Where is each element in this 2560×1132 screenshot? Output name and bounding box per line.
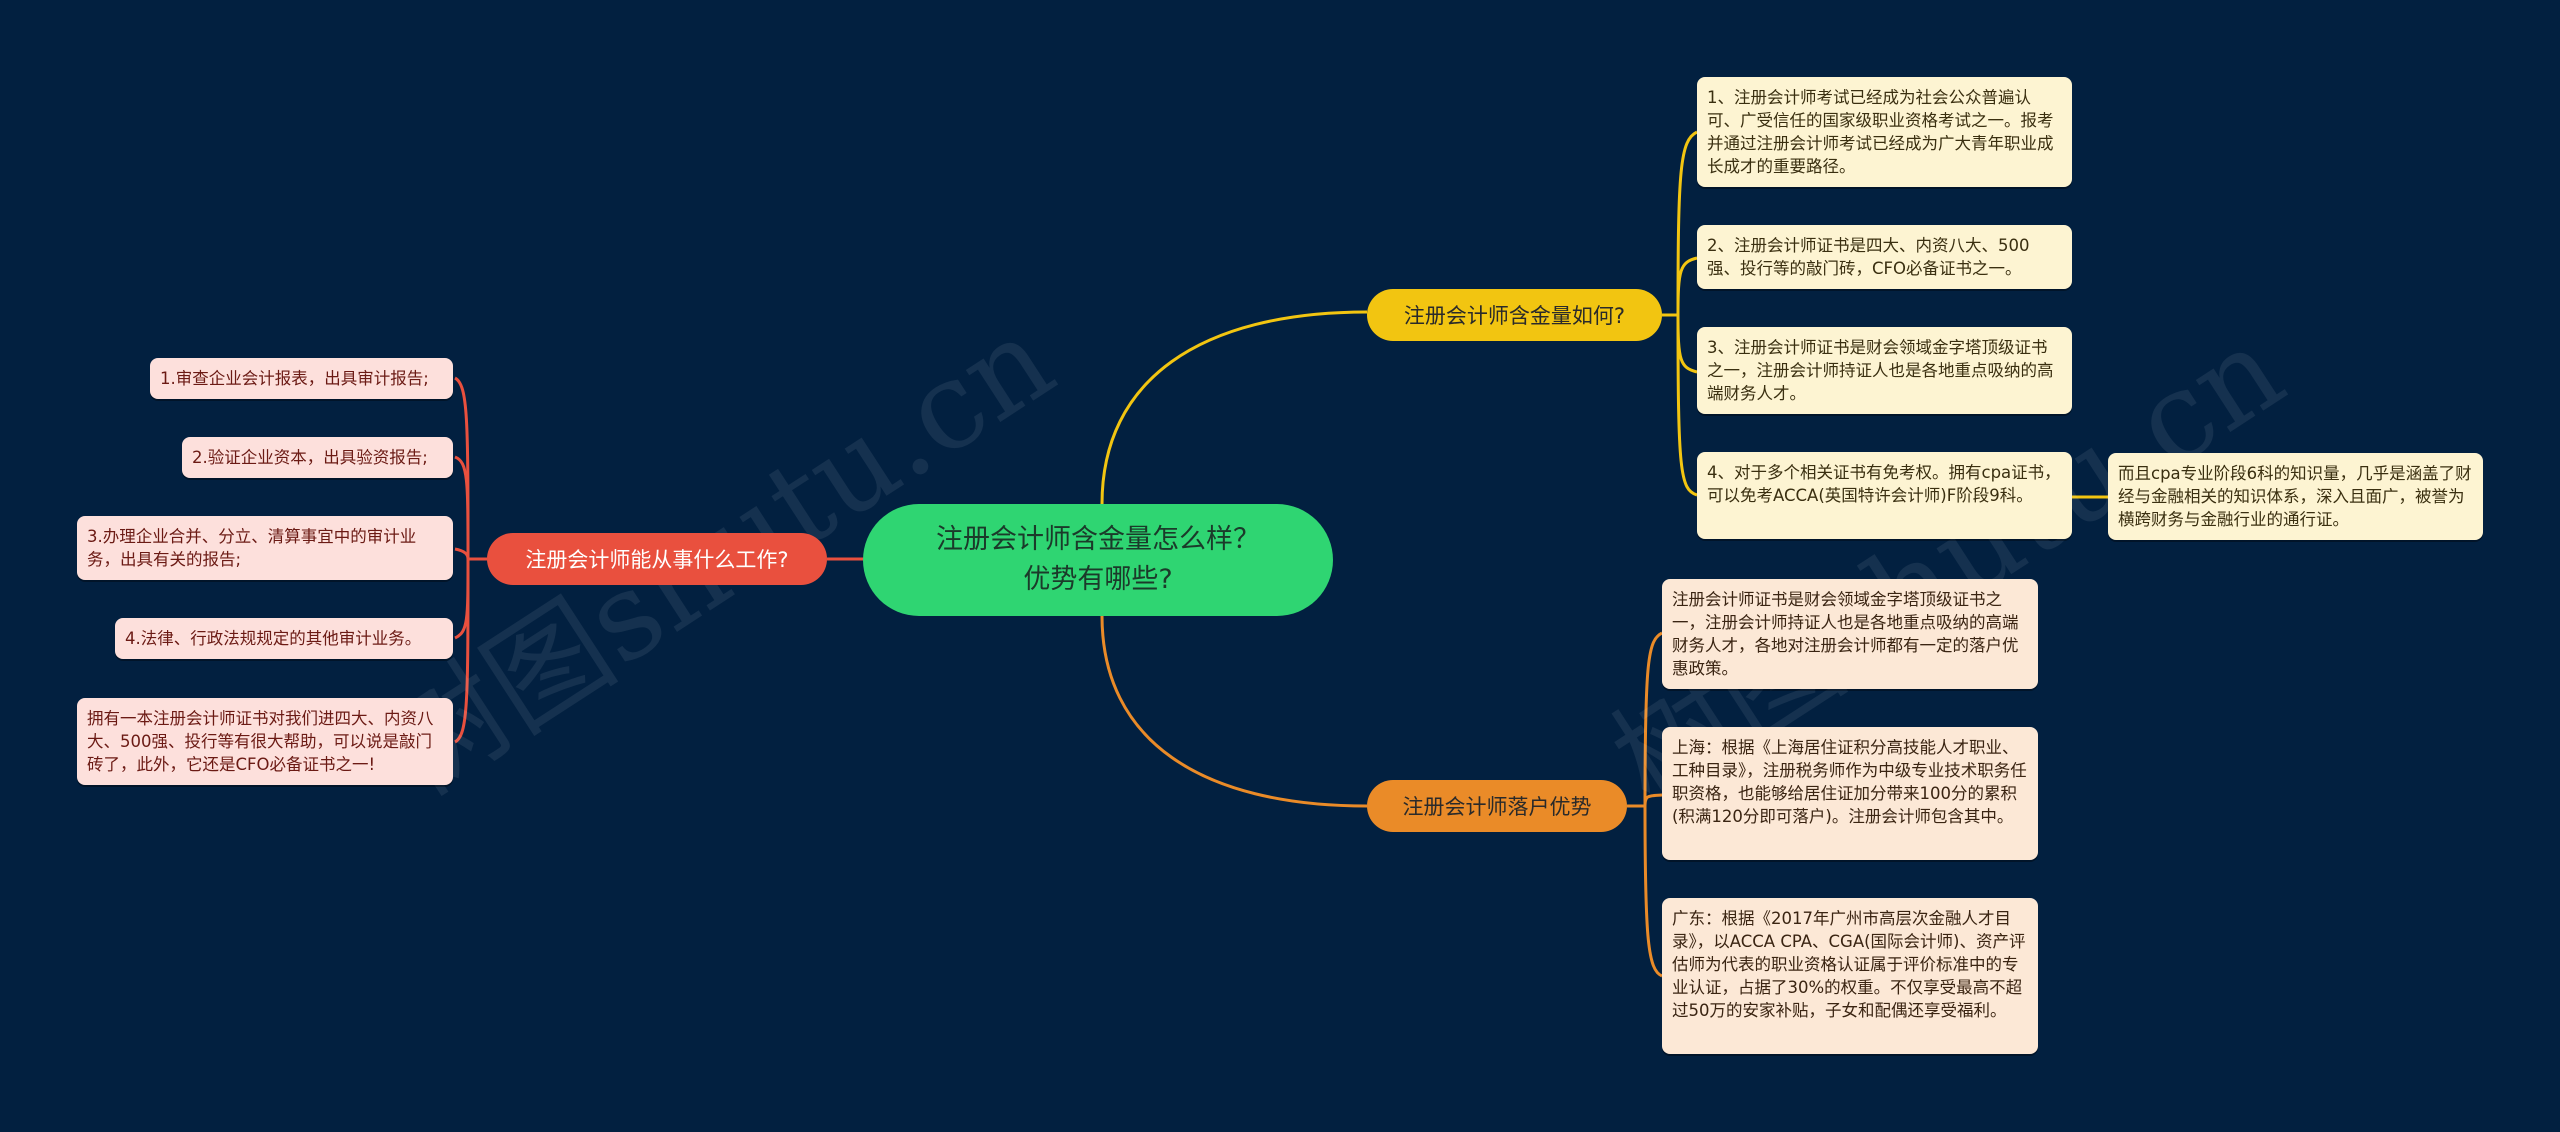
leaf-text: 上海：根据《上海居住证积分高技能人才职业、工种目录》，注册税务师作为中级专业技术… <box>1672 738 2027 826</box>
leaf-node[interactable]: 4.法律、行政法规规定的其他审计业务。 <box>115 618 453 659</box>
leaf-node[interactable]: 拥有一本注册会计师证书对我们进四大、内资八大、500强、投行等有很大帮助，可以说… <box>77 698 453 785</box>
leaf-text: 注册会计师证书是财会领域金字塔顶级证书之一，注册会计师持证人也是各地重点吸纳的高… <box>1672 590 2019 678</box>
leaf-text: 3.办理企业合并、分立、清算事宜中的审计业务，出具有关的报告; <box>87 527 417 569</box>
leaf-node[interactable]: 3、注册会计师证书是财会领域金字塔顶级证书之一，注册会计师持证人也是各地重点吸纳… <box>1697 327 2072 414</box>
leaf-text: 3、注册会计师证书是财会领域金字塔顶级证书之一，注册会计师持证人也是各地重点吸纳… <box>1707 338 2054 403</box>
branch-label: 注册会计师能从事什么工作? <box>525 548 789 572</box>
leaf-text: 2、注册会计师证书是四大、内资八大、500强、投行等的敲门砖，CFO必备证书之一… <box>1707 236 2030 278</box>
leaf-node[interactable]: 4、对于多个相关证书有免考权。拥有cpa证书，可以免考ACCA(英国特许会计师)… <box>1697 452 2072 539</box>
root-topic-node[interactable]: 注册会计师含金量怎么样？优势有哪些? <box>863 504 1333 616</box>
leaf-text: 4、对于多个相关证书有免考权。拥有cpa证书，可以免考ACCA(英国特许会计师)… <box>1707 463 2061 505</box>
leaf-text: 2.验证企业资本，出具验资报告; <box>192 448 428 467</box>
leaf-node[interactable]: 3.办理企业合并、分立、清算事宜中的审计业务，出具有关的报告; <box>77 516 453 580</box>
branch-residency[interactable]: 注册会计师落户优势 <box>1367 780 1627 832</box>
branch-work-scope[interactable]: 注册会计师能从事什么工作? <box>487 533 827 585</box>
leaf-node[interactable]: 注册会计师证书是财会领域金字塔顶级证书之一，注册会计师持证人也是各地重点吸纳的高… <box>1662 579 2038 689</box>
leaf-text: 1、注册会计师考试已经成为社会公众普遍认可、广受信任的国家级职业资格考试之一。报… <box>1707 88 2054 176</box>
leaf-text: 而且cpa专业阶段6科的知识量，几乎是涵盖了财经与金融相关的知识体系，深入且面广… <box>2118 464 2472 529</box>
sub-leaf-node[interactable]: 而且cpa专业阶段6科的知识量，几乎是涵盖了财经与金融相关的知识体系，深入且面广… <box>2108 453 2483 540</box>
leaf-node[interactable]: 1.审查企业会计报表，出具审计报告; <box>150 358 453 399</box>
leaf-node[interactable]: 1、注册会计师考试已经成为社会公众普遍认可、广受信任的国家级职业资格考试之一。报… <box>1697 77 2072 187</box>
leaf-node[interactable]: 2、注册会计师证书是四大、内资八大、500强、投行等的敲门砖，CFO必备证书之一… <box>1697 225 2072 289</box>
leaf-text: 4.法律、行政法规规定的其他审计业务。 <box>125 629 422 648</box>
leaf-node[interactable]: 2.验证企业资本，出具验资报告; <box>182 437 453 478</box>
root-topic-label: 注册会计师含金量怎么样？优势有哪些? <box>936 524 1260 595</box>
branch-label: 注册会计师含金量如何? <box>1403 304 1626 328</box>
leaf-text: 广东：根据《2017年广州市高层次金融人才目录》，以ACCA CPA、CGA(国… <box>1672 909 2026 1020</box>
leaf-node[interactable]: 广东：根据《2017年广州市高层次金融人才目录》，以ACCA CPA、CGA(国… <box>1662 898 2038 1054</box>
leaf-node[interactable]: 上海：根据《上海居住证积分高技能人才职业、工种目录》，注册税务师作为中级专业技术… <box>1662 727 2038 860</box>
branch-label: 注册会计师落户优势 <box>1402 795 1592 819</box>
branch-value[interactable]: 注册会计师含金量如何? <box>1367 289 1662 341</box>
leaf-text: 拥有一本注册会计师证书对我们进四大、内资八大、500强、投行等有很大帮助，可以说… <box>87 709 434 774</box>
leaf-text: 1.审查企业会计报表，出具审计报告; <box>160 369 429 388</box>
